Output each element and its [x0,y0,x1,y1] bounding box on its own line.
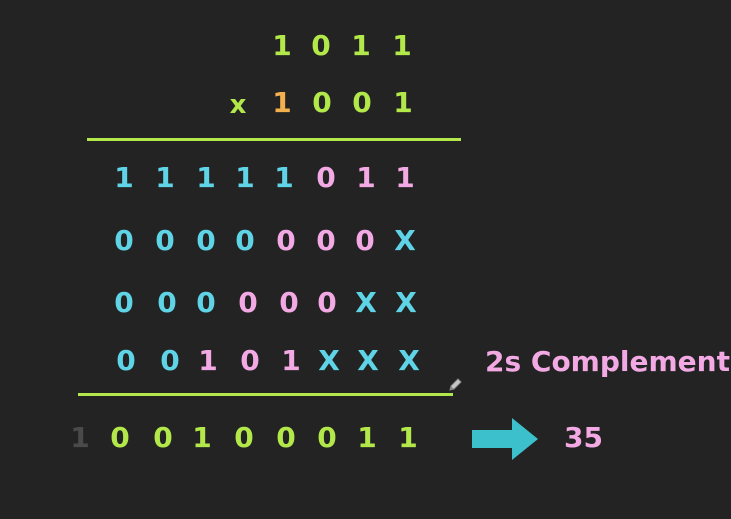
partial-digit: 1 [114,161,134,194]
result-digit: 1 [357,421,377,454]
multiplicand-digit: 1 [272,29,292,62]
multiplier-digit: 0 [352,86,372,119]
partial-digit: 1 [198,344,218,377]
result-digit: 1 [192,421,212,454]
partial-digit: 0 [157,286,177,319]
decimal-result: 35 [564,421,603,454]
multiplier-digit: 1 [272,86,292,119]
partial-digit: 1 [235,161,255,194]
multiplicand-digit: 1 [351,29,371,62]
partial-digit: 0 [155,224,175,257]
result-digit: 0 [276,421,296,454]
partial-digit: 1 [395,161,415,194]
partial-digit: 0 [279,286,299,319]
partial-digit: 0 [316,161,336,194]
partial-digit: 0 [317,286,337,319]
multiplier-digit: 1 [393,86,413,119]
partial-digit: X [357,344,379,377]
partial-digit: 0 [114,224,134,257]
top-divider-line [87,138,461,141]
overflow-digit: 1 [70,421,90,454]
partial-digit: 0 [114,286,134,319]
partial-digit: 1 [155,161,175,194]
result-digit: 0 [234,421,254,454]
right-arrow-icon [472,418,538,460]
multiply-sign: x [229,90,247,120]
twos-complement-label: 2s Complement [485,345,730,378]
result-digit: 0 [110,421,130,454]
multiplicand-digit: 1 [392,29,412,62]
partial-digit: 0 [355,224,375,257]
partial-digit: 0 [240,344,260,377]
partial-digit: 0 [160,344,180,377]
partial-digit: X [318,344,340,377]
partial-digit: 1 [274,161,294,194]
bottom-divider-line [78,393,453,396]
partial-digit: 0 [196,286,216,319]
partial-digit: 0 [235,224,255,257]
partial-digit: X [394,224,416,257]
pencil-cursor-icon [449,378,462,391]
multiplicand-digit: 0 [311,29,331,62]
multiplier-digit: 0 [312,86,332,119]
result-digit: 0 [317,421,337,454]
partial-digit: 1 [356,161,376,194]
result-digit: 1 [398,421,418,454]
partial-digit: 0 [116,344,136,377]
partial-digit: 0 [276,224,296,257]
partial-digit: X [395,286,417,319]
partial-digit: 1 [196,161,216,194]
partial-digit: 0 [238,286,258,319]
result-digit: 0 [153,421,173,454]
partial-digit: X [355,286,377,319]
partial-digit: 0 [316,224,336,257]
partial-digit: X [398,344,420,377]
partial-digit: 0 [196,224,216,257]
partial-digit: 1 [281,344,301,377]
